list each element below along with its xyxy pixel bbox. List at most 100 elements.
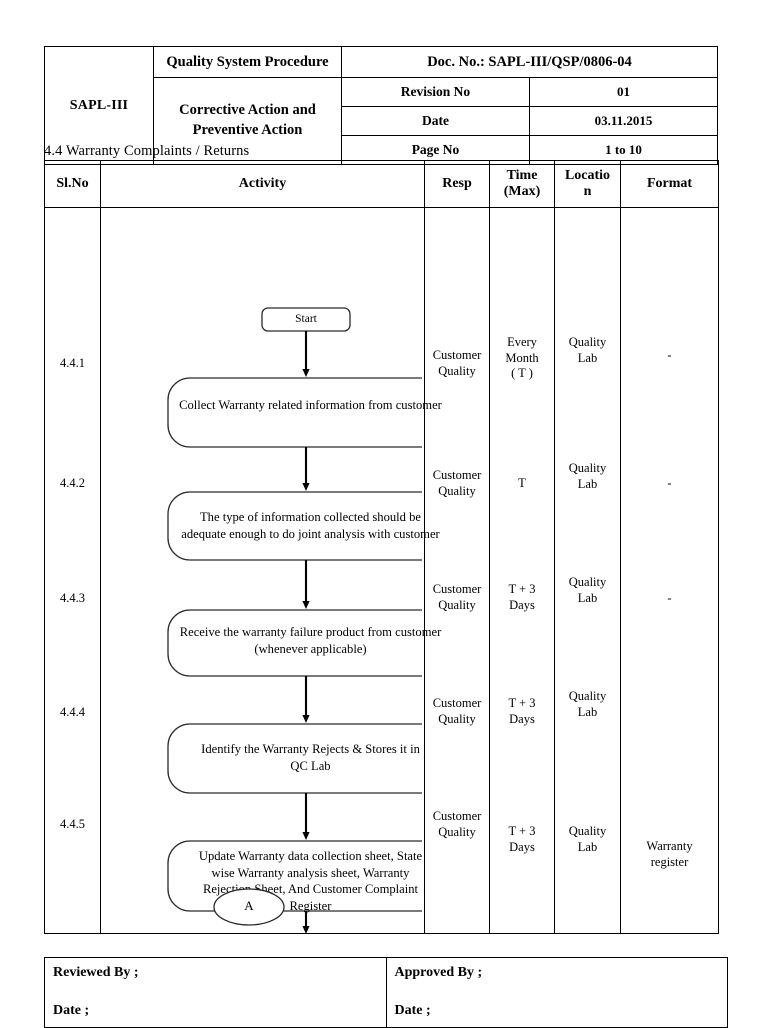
signature-row: Reviewed By ; Date ; Approved By ; Date …: [44, 957, 728, 1028]
flowchart-canvas: Start Collect Warranty related informati…: [101, 208, 442, 933]
location-row-2: Quality Lab: [555, 461, 620, 492]
activity-table-header-row: Sl.No Activity Resp Time (Max) Locatio n…: [44, 160, 719, 208]
resp-row-5-line2: Quality: [438, 824, 476, 839]
location-rail: Quality Lab Quality Lab Quality Lab Qual…: [555, 208, 620, 933]
column-header-slno: Sl.No: [44, 160, 101, 208]
doc-title-cell: Corrective Action and Preventive Action: [153, 77, 342, 165]
column-header-location-line1: Locatio: [564, 167, 611, 183]
slno-4-4-3: 4.4.3: [60, 591, 85, 605]
time-row-1-line2: Month: [505, 350, 539, 365]
format-row-3: -: [667, 591, 672, 605]
column-header-location-line2: n: [583, 184, 592, 199]
connector-a-label: A: [244, 898, 254, 913]
company-code-cell: SAPL-III: [44, 46, 154, 165]
location-row-5: Quality Lab: [555, 824, 620, 855]
connector-a-shape: [213, 888, 285, 926]
location-row-5-line1: Quality: [568, 824, 607, 838]
node-4-shape: [167, 723, 422, 794]
time-row-2-line1: T: [518, 476, 526, 490]
format-row-5-line1: Warranty: [646, 839, 693, 853]
time-row-3-line1: T + 3: [508, 582, 536, 596]
resp-row-3-line1: Customer: [432, 582, 482, 596]
resp-column-cell: Customer Quality Customer Quality Custom…: [424, 207, 490, 934]
date-value: 03.11.2015: [529, 106, 718, 136]
column-header-time-line2: (Max): [503, 184, 541, 199]
start-node-shape: [261, 307, 351, 332]
time-row-1-line3: ( T ): [511, 366, 533, 381]
reviewed-by-cell[interactable]: Reviewed By ; Date ;: [44, 957, 387, 1028]
slno-4-4-2: 4.4.2: [60, 476, 85, 490]
date-label: Date: [341, 106, 530, 136]
format-row-2: -: [667, 476, 672, 490]
slno-4-4-1: 4.4.1: [60, 356, 85, 370]
column-header-activity: Activity: [100, 160, 425, 208]
format-row-5-line2: register: [650, 854, 689, 869]
location-row-2-line2: Lab: [577, 476, 598, 491]
format-column-cell: - - - Warranty register: [620, 207, 719, 934]
time-row-5-line2: Days: [509, 839, 535, 854]
section-title: 4.4 Warranty Complaints / Returns: [44, 143, 250, 159]
header-row-3: Date 03.11.2015: [45, 106, 718, 136]
slno-4-4-5: 4.4.5: [60, 817, 85, 831]
time-row-1-line1: Every: [507, 335, 537, 349]
node-1-shape: [167, 377, 422, 448]
location-row-5-line2: Lab: [577, 839, 598, 854]
approved-date-label: Date ;: [394, 1003, 431, 1018]
revision-no-label: Revision No: [341, 77, 530, 107]
time-row-4: T + 3 Days: [490, 696, 554, 727]
location-row-1-line2: Lab: [577, 350, 598, 365]
time-row-4-line2: Days: [509, 711, 535, 726]
location-row-3-line1: Quality: [568, 575, 607, 589]
resp-row-5-line1: Customer: [432, 809, 482, 823]
column-header-time: Time (Max): [489, 160, 555, 208]
time-row-5: T + 3 Days: [490, 824, 554, 855]
reviewed-date-label: Date ;: [53, 1003, 90, 1018]
revision-no-value: 01: [529, 77, 718, 107]
node-2-shape: [167, 491, 422, 561]
activity-table-body-row: 4.4.1 4.4.2 4.4.3 4.4.4 4.4.5: [44, 207, 719, 934]
time-row-2: T: [490, 476, 554, 492]
resp-row-4: Customer Quality: [425, 696, 489, 727]
column-header-resp: Resp: [424, 160, 490, 208]
format-rail: - - - Warranty register: [621, 208, 718, 933]
slno-rail: 4.4.1 4.4.2 4.4.3 4.4.4 4.4.5: [45, 208, 100, 933]
resp-row-2-line1: Customer: [432, 468, 482, 482]
location-row-4-line1: Quality: [568, 689, 607, 703]
resp-row-1: Customer Quality: [425, 348, 489, 379]
resp-row-1-line1: Customer: [432, 348, 482, 362]
time-row-3: T + 3 Days: [490, 582, 554, 613]
signature-footer-table: Reviewed By ; Date ; Approved By ; Date …: [44, 957, 728, 1028]
resp-rail: Customer Quality Customer Quality Custom…: [425, 208, 489, 933]
slno-4-4-4: 4.4.4: [60, 705, 85, 719]
activity-column-cell: Start Collect Warranty related informati…: [100, 207, 442, 934]
location-row-2-line1: Quality: [568, 461, 607, 475]
reviewed-by-label: Reviewed By ;: [53, 965, 139, 980]
time-row-4-line1: T + 3: [508, 696, 536, 710]
approved-by-label: Approved By ;: [394, 965, 483, 980]
column-header-format: Format: [620, 160, 719, 208]
location-row-1-line1: Quality: [568, 335, 607, 349]
doc-type-cell: Quality System Procedure: [153, 46, 342, 78]
time-row-5-line1: T + 3: [508, 824, 536, 838]
resp-row-4-line2: Quality: [438, 711, 476, 726]
resp-row-4-line1: Customer: [432, 696, 482, 710]
resp-row-2-line2: Quality: [438, 483, 476, 498]
column-header-time-line1: Time: [506, 167, 538, 183]
location-row-4: Quality Lab: [555, 689, 620, 720]
time-rail: Every Month ( T ) T T + 3 Days T + 3 Day…: [490, 208, 554, 933]
activity-table: Sl.No Activity Resp Time (Max) Locatio n…: [44, 160, 719, 934]
location-row-3-line2: Lab: [577, 590, 598, 605]
resp-row-3: Customer Quality: [425, 582, 489, 613]
resp-row-2: Customer Quality: [425, 468, 489, 499]
resp-row-1-line2: Quality: [438, 363, 476, 378]
format-row-1: -: [667, 348, 672, 362]
flowchart-svg: [167, 307, 422, 933]
header-row-1: SAPL-III Quality System Procedure Doc. N…: [44, 46, 718, 165]
slno-column-cell: 4.4.1 4.4.2 4.4.3 4.4.4 4.4.5: [44, 207, 101, 934]
node-3-shape: [167, 609, 422, 677]
time-column-cell: Every Month ( T ) T T + 3 Days T + 3 Day…: [489, 207, 555, 934]
location-column-cell: Quality Lab Quality Lab Quality Lab Qual…: [554, 207, 621, 934]
location-row-4-line2: Lab: [577, 704, 598, 719]
approved-by-cell[interactable]: Approved By ; Date ;: [385, 957, 728, 1028]
time-row-3-line2: Days: [509, 597, 535, 612]
